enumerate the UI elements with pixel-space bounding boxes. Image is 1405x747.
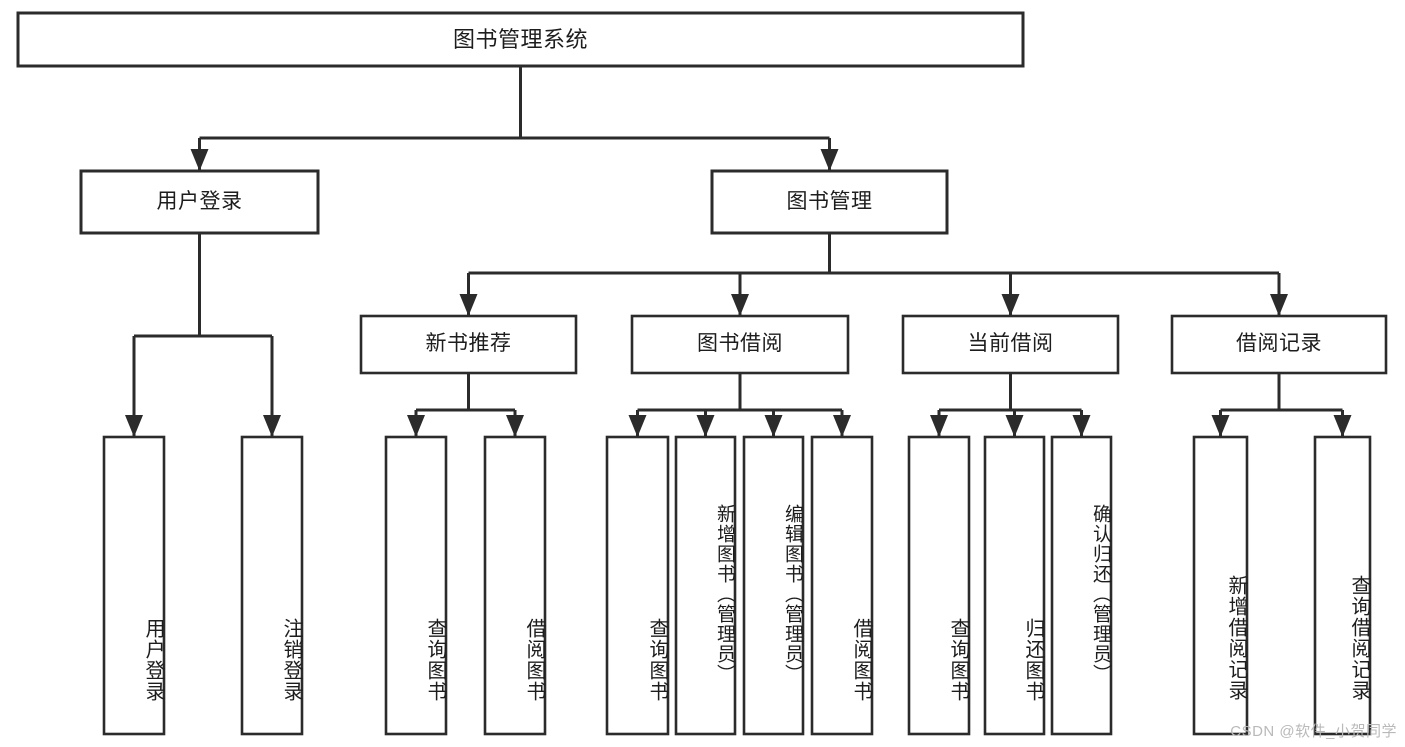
node-box-leaf_e1 (1192, 435, 1249, 736)
node-box-leaf_a1 (102, 435, 166, 736)
connector-arrowhead (459, 294, 478, 316)
connector-arrowhead (1001, 294, 1020, 316)
connector-arrowhead (1005, 415, 1024, 437)
node-box-leaf_a2 (240, 435, 304, 736)
connector-arrowhead (1270, 294, 1288, 316)
connector-arrowhead (1211, 415, 1230, 437)
node-box-l2_a (359, 314, 578, 375)
connector-arrowhead (930, 415, 948, 437)
node-box-l1_b (710, 169, 949, 235)
node-box-l1_a (79, 169, 320, 235)
node-box-l2_c (901, 314, 1120, 375)
connector-arrowhead (263, 415, 281, 437)
connector-arrowhead (731, 294, 749, 316)
connector-arrowhead (125, 415, 143, 437)
node-box-leaf_c3 (742, 435, 805, 736)
connector-arrowhead (1072, 415, 1091, 437)
node-box-leaf_d1 (907, 435, 971, 736)
edge-layer (125, 66, 1352, 437)
box-layer (16, 11, 1388, 736)
node-box-leaf_d2 (983, 435, 1046, 736)
connector-arrowhead (1333, 415, 1352, 437)
node-box-leaf_c1 (605, 435, 670, 736)
connector-arrowhead (628, 415, 647, 437)
connector-arrowhead (407, 415, 425, 437)
node-box-root (16, 11, 1025, 68)
node-box-l2_d (1170, 314, 1388, 375)
node-box-l2_b (630, 314, 850, 375)
connector-arrowhead (506, 415, 524, 437)
node-box-leaf_c4 (810, 435, 874, 736)
connector-arrowhead (696, 415, 715, 437)
node-box-leaf_e2 (1313, 435, 1372, 736)
node-box-leaf_b1 (384, 435, 448, 736)
node-box-leaf_d3 (1050, 435, 1113, 736)
node-box-leaf_b2 (483, 435, 547, 736)
node-box-leaf_c2 (674, 435, 737, 736)
connector-arrowhead (764, 415, 783, 437)
connector-arrowhead (833, 415, 851, 437)
connector-arrowhead (820, 149, 839, 171)
connector-arrowhead (190, 149, 209, 171)
